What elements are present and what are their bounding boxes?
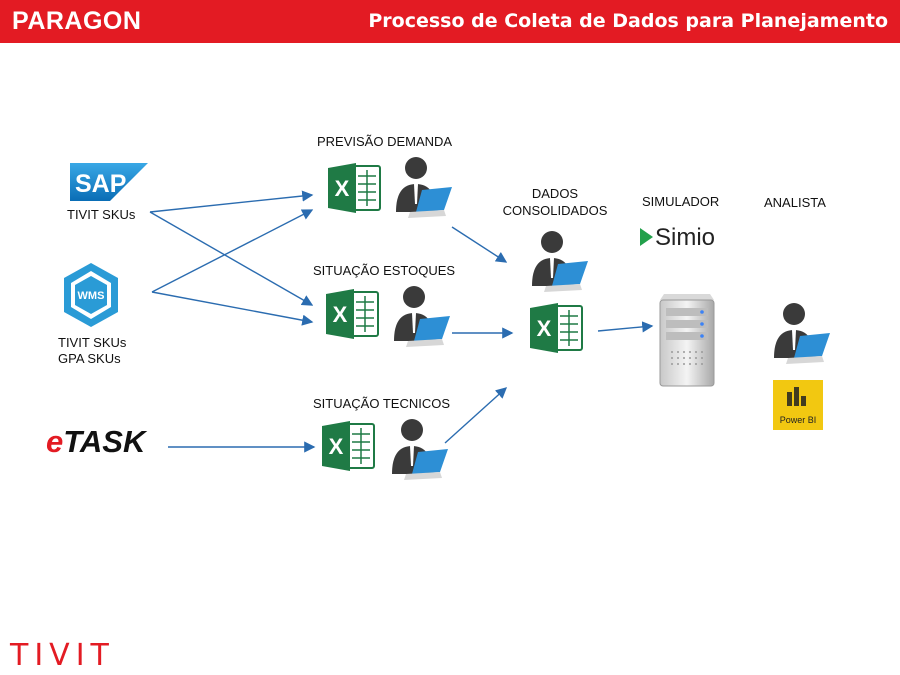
wms-sku-label-1: TIVIT SKUs bbox=[58, 335, 127, 350]
paragon-logo: PARAGON bbox=[12, 7, 142, 35]
page-title: Processo de Coleta de Dados para Planeja… bbox=[368, 10, 888, 32]
arrow-wms-to-previsao bbox=[151, 209, 314, 293]
arrow-wms-to-estoques bbox=[151, 291, 314, 326]
tivit-logo: TIVIT bbox=[10, 638, 115, 673]
simulador-label: SIMULADOR bbox=[642, 194, 720, 209]
user-laptop-icon bbox=[396, 157, 452, 218]
excel-icon: X bbox=[326, 289, 379, 339]
svg-text:X: X bbox=[537, 316, 552, 341]
svg-text:SAP: SAP bbox=[75, 170, 126, 198]
analista-label: ANALISTA bbox=[764, 195, 826, 210]
header-bar: PARAGON Processo de Coleta de Dados para… bbox=[0, 0, 900, 43]
user-laptop-icon bbox=[394, 286, 450, 347]
wms-logo: WMS bbox=[64, 263, 118, 327]
previsao-demanda-label: PREVISÃO DEMANDA bbox=[317, 134, 453, 149]
svg-text:X: X bbox=[333, 302, 348, 327]
dados-label-line1: DADOS bbox=[531, 186, 579, 201]
arrow-dados-to-simulador bbox=[597, 321, 654, 333]
svg-text:WMS: WMS bbox=[78, 290, 105, 302]
sap-logo: SAP bbox=[70, 163, 148, 201]
wms-sku-label-2: GPA SKUs bbox=[58, 351, 121, 366]
powerbi-icon bbox=[787, 387, 806, 406]
powerbi-logo: Power BI bbox=[773, 380, 823, 430]
situacao-estoques-label: SITUAÇÃO ESTOQUES bbox=[313, 263, 456, 278]
arrow-sap-to-previsao bbox=[149, 190, 314, 213]
play-triangle-icon bbox=[640, 228, 653, 246]
arrow-tecnicos-to-dados bbox=[444, 387, 508, 444]
user-laptop-icon bbox=[392, 419, 448, 480]
powerbi-label: Power BI bbox=[779, 415, 817, 425]
sap-sku-label: TIVIT SKUs bbox=[67, 207, 136, 222]
dados-label-line2: CONSOLIDADOS bbox=[502, 203, 608, 218]
user-laptop-icon bbox=[774, 303, 830, 364]
svg-text:X: X bbox=[329, 434, 344, 459]
situacao-tecnicos-label: SITUAÇÃO TECNICOS bbox=[313, 396, 451, 411]
excel-icon: X bbox=[530, 303, 583, 353]
excel-icon: X bbox=[328, 163, 381, 213]
svg-text:X: X bbox=[335, 176, 350, 201]
arrow-sap-to-estoques bbox=[149, 211, 314, 306]
user-laptop-icon bbox=[532, 231, 588, 292]
excel-icon: X bbox=[322, 421, 375, 471]
simio-logo: Simio bbox=[640, 224, 715, 252]
etask-logo: eTASK bbox=[46, 424, 146, 459]
server-icon bbox=[659, 294, 715, 387]
arrow-previsao-to-dados bbox=[451, 226, 508, 263]
